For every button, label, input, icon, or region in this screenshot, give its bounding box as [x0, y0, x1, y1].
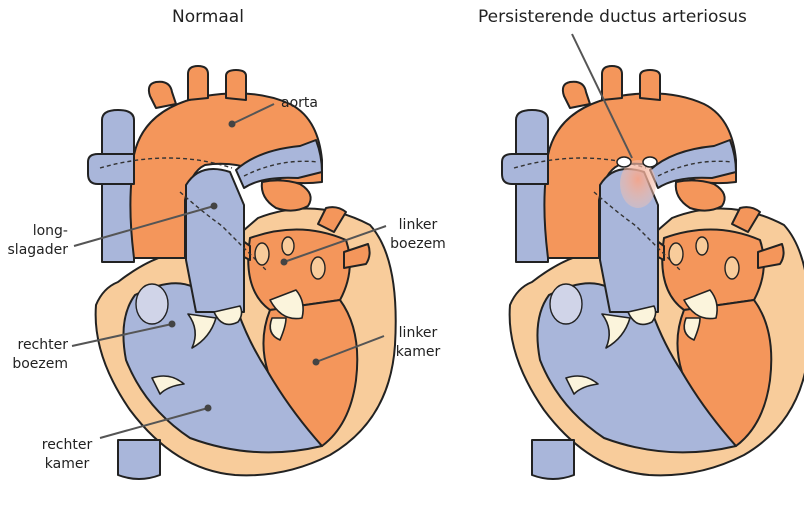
label-line: boezem — [388, 235, 448, 254]
label-aorta: aorta — [281, 94, 318, 113]
pda-title: Persisterende ductus arteriosus — [478, 7, 747, 27]
aorta-label-text: aorta — [281, 94, 318, 113]
label-line: slagader — [4, 241, 68, 260]
label-pulmonary-artery: long- slagader — [4, 222, 68, 260]
label-line: rechter — [34, 436, 100, 455]
ductus-opening — [617, 157, 631, 167]
label-right-ventricle: rechter kamer — [34, 436, 100, 474]
label-left-atrium: linker boezem — [388, 216, 448, 254]
label-left-ventricle: linker kamer — [390, 324, 446, 362]
label-line: kamer — [34, 455, 100, 474]
label-right-atrium: rechter boezem — [2, 336, 68, 374]
normal-title: Normaal — [172, 7, 244, 27]
label-line: linker — [388, 216, 448, 235]
label-line: kamer — [390, 343, 446, 362]
label-line: linker — [390, 324, 446, 343]
pda-heart — [502, 66, 804, 479]
normal-heart — [88, 66, 396, 479]
label-line: boezem — [2, 355, 68, 374]
ductus-opening — [643, 157, 657, 167]
label-line: long- — [4, 222, 68, 241]
label-line: rechter — [2, 336, 68, 355]
